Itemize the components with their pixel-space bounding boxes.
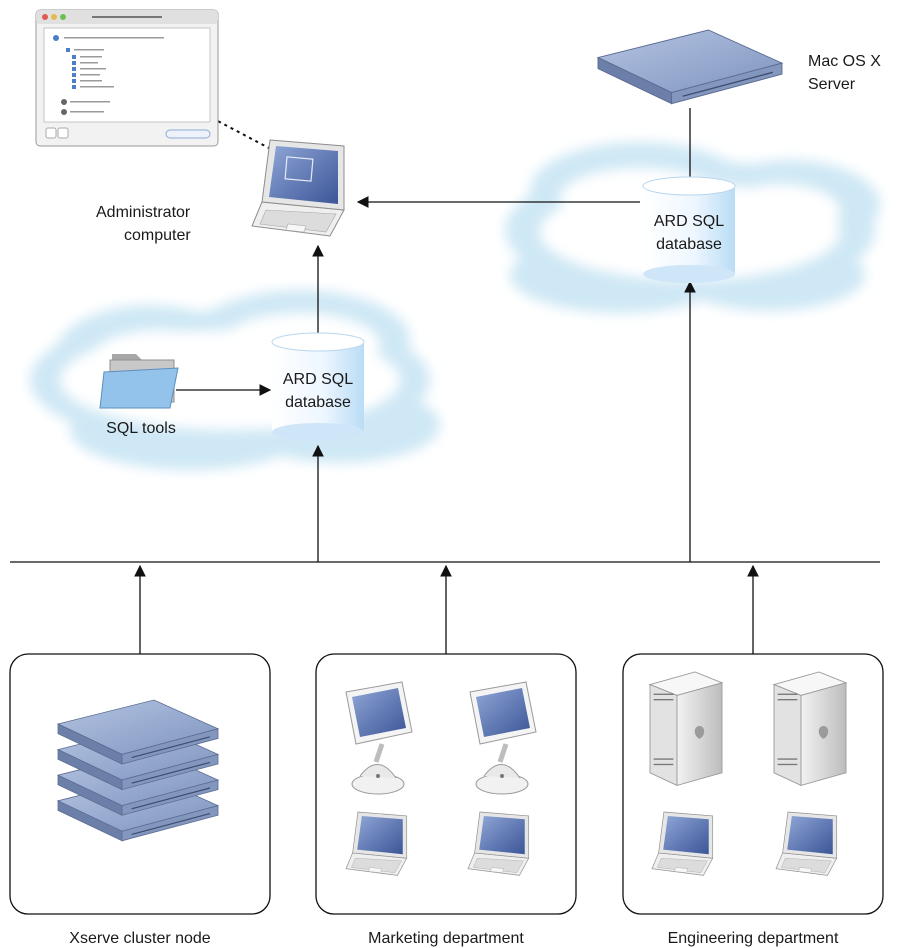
marketing-group-box	[315, 653, 577, 915]
xserve-stack-icon	[57, 699, 219, 842]
engineering-group-label: Engineering department	[668, 930, 839, 947]
marketing-group-label: Marketing department	[368, 930, 524, 947]
marketing-laptop-2-icon	[467, 811, 530, 876]
server-label-line1: Mac OS X	[808, 53, 881, 70]
xserve-group-label: Xserve cluster node	[69, 930, 211, 947]
right-db-label-line1: ARD SQL	[654, 213, 724, 230]
marketing-imac-2-icon	[470, 682, 536, 794]
engineering-tower-1-icon	[649, 671, 723, 786]
xserve-group-box	[9, 653, 271, 915]
engineering-group-box	[622, 653, 884, 915]
left-db-label-line1: ARD SQL	[283, 371, 353, 388]
engineering-tower-2-icon	[773, 671, 847, 786]
marketing-laptop-1-icon	[345, 811, 408, 876]
sql-tools-label: SQL tools	[106, 420, 176, 437]
left-database-icon	[271, 332, 365, 441]
server-label-line2: Server	[808, 76, 856, 93]
folder-icon	[99, 354, 179, 409]
left-db-label-line2: database	[285, 394, 351, 411]
right-database-icon	[642, 176, 736, 283]
engineering-laptop-2-icon	[775, 811, 838, 876]
marketing-imac-1-icon	[346, 682, 412, 794]
admin-laptop-icon	[251, 139, 345, 237]
engineering-laptop-1-icon	[651, 811, 714, 876]
admin-label-line2: computer	[124, 227, 191, 244]
right-db-label-line2: database	[656, 236, 722, 253]
mac-os-x-server-icon	[597, 29, 783, 105]
connectors	[10, 108, 880, 654]
admin-label-line1: Administrator	[96, 204, 191, 221]
admin-window-screenshot-icon	[35, 9, 219, 147]
